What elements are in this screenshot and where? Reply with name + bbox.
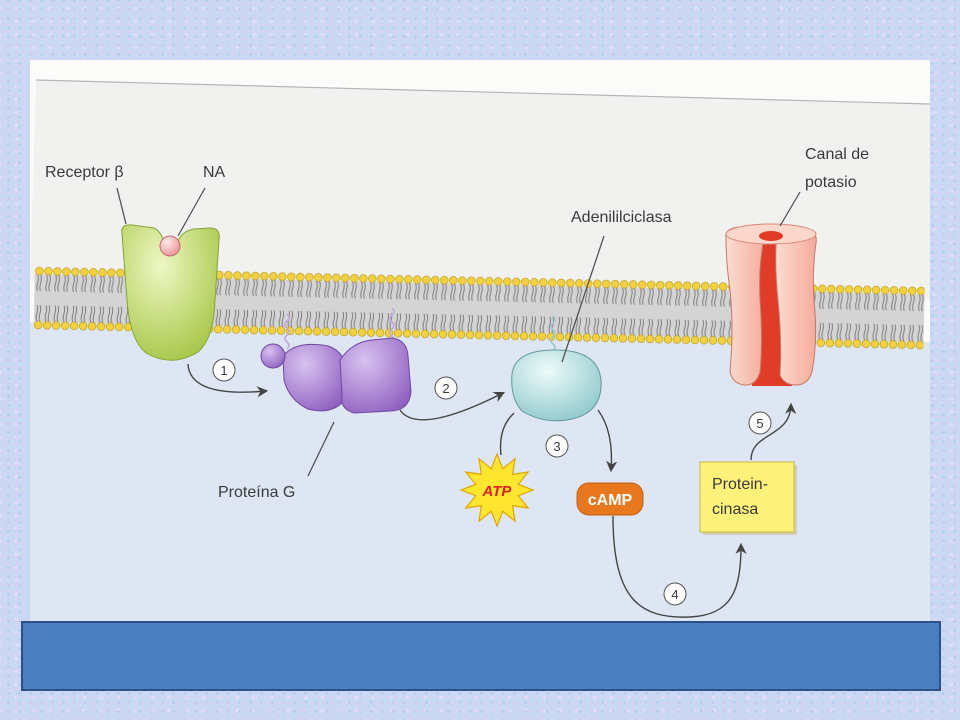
step-number: 4 (671, 587, 678, 602)
cytoplasm-region (30, 322, 930, 622)
adenylyl-cyclase-shape (511, 349, 602, 422)
step-number: 5 (756, 416, 763, 431)
channel-right-pillar (775, 228, 817, 386)
protein-kinase-shape (699, 461, 795, 533)
g-protein-anchor-right (389, 307, 395, 344)
step-number: 1 (220, 363, 227, 378)
g-protein-label: Proteína G (218, 484, 295, 501)
potassium-channel (725, 223, 817, 386)
protein-kinase-box: Protein- cinasa (699, 461, 797, 535)
g-protein-alpha-subunit (339, 337, 412, 414)
channel-leader-line (779, 191, 801, 227)
g-protein-gamma-subunit (260, 343, 286, 369)
receptor-leader-line (116, 187, 127, 225)
g-protein-anchor-left (284, 313, 290, 350)
g-protein (260, 307, 412, 414)
step-marker-5: 5 (748, 411, 772, 435)
step-marker-2: 2 (434, 376, 458, 400)
g-protein-leader-line (307, 421, 335, 477)
channel-label-line2: potasio (805, 174, 857, 191)
cyclase-leader-line (561, 235, 605, 363)
step-marker-3: 3 (545, 434, 569, 458)
camp-badge: cAMP (576, 482, 644, 516)
arrow-step-2 (399, 391, 505, 421)
receptor-label: Receptor β (45, 164, 124, 181)
atp-label: ATP (482, 483, 513, 500)
channel-label-line1: Canal de (805, 146, 869, 163)
adenylyl-cyclase-label: Adenililciclasa (571, 209, 672, 226)
step-number: 3 (553, 439, 560, 454)
arrow-step-3 (597, 409, 618, 473)
camp-shape (576, 482, 644, 516)
ligand-leader-line (177, 187, 206, 237)
atp-star-shape (459, 452, 535, 528)
atp-starburst: ATP (459, 452, 535, 528)
arrow-step-1 (187, 363, 269, 398)
caption-bar (21, 621, 941, 691)
step-number: 2 (442, 381, 449, 396)
protein-kinase-label-line1: Protein- (712, 476, 768, 493)
cell-membrane (33, 266, 925, 351)
arrow-step-4 (612, 515, 747, 618)
beta-receptor-shape (121, 224, 220, 361)
beta-receptor (121, 224, 220, 361)
adenylyl-cyclase (511, 315, 602, 422)
step-marker-4: 4 (663, 582, 687, 606)
channel-left-pillar (725, 226, 767, 386)
channel-top-opening (759, 231, 783, 241)
paper-edge-line (35, 79, 931, 105)
adenylyl-cyclase-anchor (550, 315, 556, 352)
membrane-lipid-bilayer (33, 266, 925, 351)
ligand-label: NA (203, 164, 226, 181)
atp-input-line (499, 412, 515, 456)
arrow-step-5 (750, 402, 797, 461)
extracellular-region (30, 80, 930, 300)
step-marker-1: 1 (212, 358, 236, 382)
noradrenaline-ligand (159, 235, 181, 257)
camp-label: cAMP (588, 492, 633, 509)
protein-kinase-label-line2: cinasa (712, 501, 758, 518)
